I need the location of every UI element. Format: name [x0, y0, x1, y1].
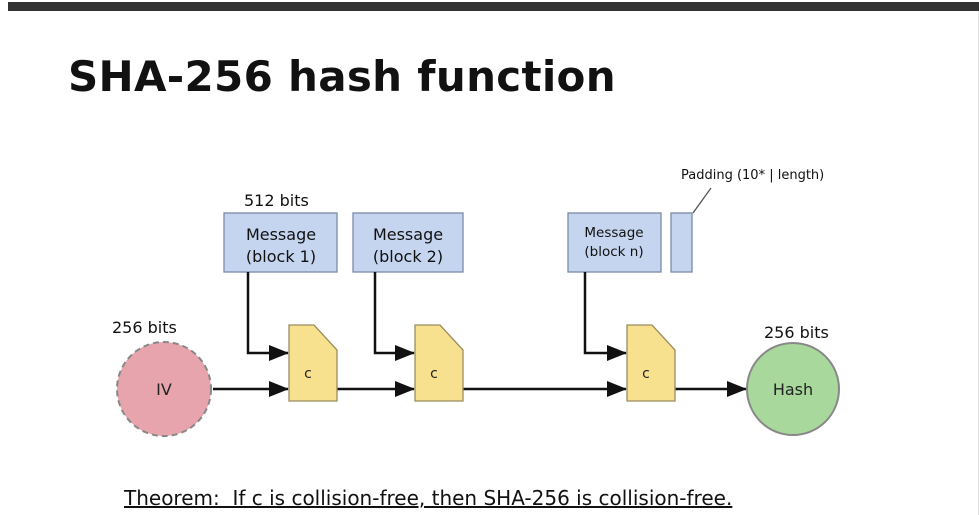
- compression-function-2: c: [414, 324, 464, 402]
- padding-label: Padding (10* | length): [681, 168, 824, 183]
- arrow-blockn-to-c3: [583, 272, 627, 361]
- iv-size-label: 256 bits: [112, 318, 177, 337]
- compression-label-2: c: [430, 366, 438, 382]
- iv-label: IV: [156, 380, 172, 399]
- message-block-n: Message (block n): [567, 212, 662, 273]
- hash-label: Hash: [773, 380, 813, 399]
- block-size-label: 512 bits: [244, 191, 309, 210]
- compression-function-3: c: [626, 324, 676, 402]
- padding-block: [670, 212, 693, 273]
- compression-label-3: c: [642, 366, 650, 382]
- message-block-1-line2: (block 1): [246, 247, 316, 266]
- message-block-2: Message (block 2): [352, 212, 464, 273]
- compression-label-1: c: [304, 366, 312, 382]
- arrow-block1-to-c1: [246, 272, 289, 361]
- message-block-1: Message (block 1): [223, 212, 338, 273]
- compression-function-1: c: [288, 324, 338, 402]
- slide-title: SHA-256 hash function: [68, 52, 616, 101]
- message-block-n-line1: Message: [584, 225, 643, 241]
- message-block-2-line1: Message: [373, 225, 443, 244]
- hash-size-label: 256 bits: [764, 323, 829, 342]
- top-bar: [8, 2, 979, 11]
- message-block-n-line2: (block n): [584, 244, 643, 260]
- padding-pointer-line: [692, 187, 712, 214]
- arrow-block2-to-c2: [373, 272, 415, 361]
- iv-node: IV: [116, 341, 212, 437]
- hash-node: Hash: [746, 342, 840, 436]
- message-block-2-line2: (block 2): [373, 247, 443, 266]
- theorem-statement: Theorem: If c is collision-free, then SH…: [124, 486, 733, 510]
- message-block-1-line1: Message: [246, 225, 316, 244]
